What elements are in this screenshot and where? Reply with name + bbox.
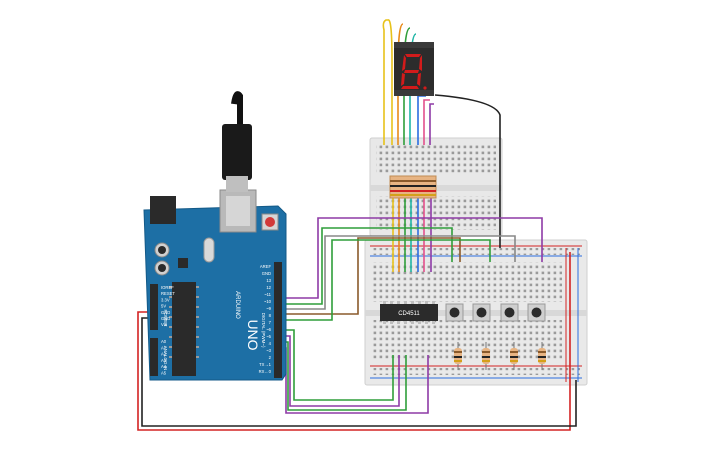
resistor-array [389, 175, 437, 199]
board-model: UNO [245, 319, 261, 350]
board-brand: ARDUINO [234, 291, 240, 319]
digital-pin-label-10: ~5 [266, 334, 271, 339]
digital-pin-label-3: 12 [266, 285, 271, 290]
digital-pin-label-1: GND [262, 271, 271, 276]
seven-segment-icon [394, 42, 434, 96]
usb-plug-icon [222, 91, 252, 192]
pulldown-resistors [454, 342, 546, 370]
power-pin-label-4: GND [161, 310, 170, 315]
pushbutton-row [445, 303, 546, 322]
digital-pin-label-13: 2 [269, 355, 272, 360]
power-pin-label-0: IOREF [161, 285, 174, 290]
arduino-uno-board: UNO ARDUINO DIGITAL (PWM~) POWER ANALOG … [143, 189, 287, 381]
digital-label: DIGITAL (PWM~) [261, 313, 266, 348]
resistor-icon [482, 342, 490, 370]
digital-pin-label-12: ~3 [266, 348, 271, 353]
power-pin-label-5: GND [161, 316, 170, 321]
resistor-icon [454, 342, 462, 370]
analog-pin-label-2: A2 [161, 352, 167, 357]
digital-pin-label-5: ~10 [264, 299, 272, 304]
pushbutton-icon[interactable] [472, 303, 491, 322]
pushbutton-icon[interactable] [445, 303, 464, 322]
pushbutton-icon[interactable] [500, 303, 519, 322]
digital-pin-label-14: TX→1 [259, 362, 272, 367]
resistor-icon [510, 342, 518, 370]
digital-pin-label-11: 4 [269, 341, 272, 346]
analog-pin-label-5: A5 [161, 371, 167, 376]
power-pin-label-6: Vin [161, 322, 168, 327]
digital-pin-label-9: ~6 [266, 327, 271, 332]
analog-pin-label-3: A3 [161, 358, 167, 363]
digital-pin-label-15: RX←0 [259, 369, 272, 374]
digital-pin-labels: AREF GND 13 12 ~11 ~10 ~9 8 7 ~6 ~5 4 ~3 2TX→1RX←0 [259, 264, 272, 374]
digital-pin-label-8: 7 [269, 320, 272, 325]
chip-label: CD4511 [398, 311, 420, 317]
digital-pin-label-0: AREF [260, 264, 272, 269]
digital-pin-label-7: 8 [269, 313, 272, 318]
pushbutton-icon[interactable] [527, 303, 546, 322]
analog-pin-label-1: A1 [161, 345, 167, 350]
analog-label: ANALOG IN [163, 346, 168, 371]
power-wires [137, 252, 577, 431]
power-label: POWER [163, 309, 168, 327]
analog-pin-label-0: A0 [161, 339, 167, 344]
digital-pin-label-4: ~11 [264, 292, 271, 297]
analog-pin-label-4: A4 [161, 364, 167, 369]
power-pin-label-2: 3.3V [161, 297, 170, 302]
digital-pin-label-6: ~9 [266, 306, 271, 311]
cd4511-chip: CD4511 [380, 301, 438, 324]
power-pin-label-1: RESET [161, 291, 175, 296]
power-pin-label-3: 5V [161, 304, 166, 309]
interboard-wires [392, 196, 432, 272]
resistor-icon [538, 342, 546, 370]
digital-pin-label-2: 13 [266, 278, 271, 283]
